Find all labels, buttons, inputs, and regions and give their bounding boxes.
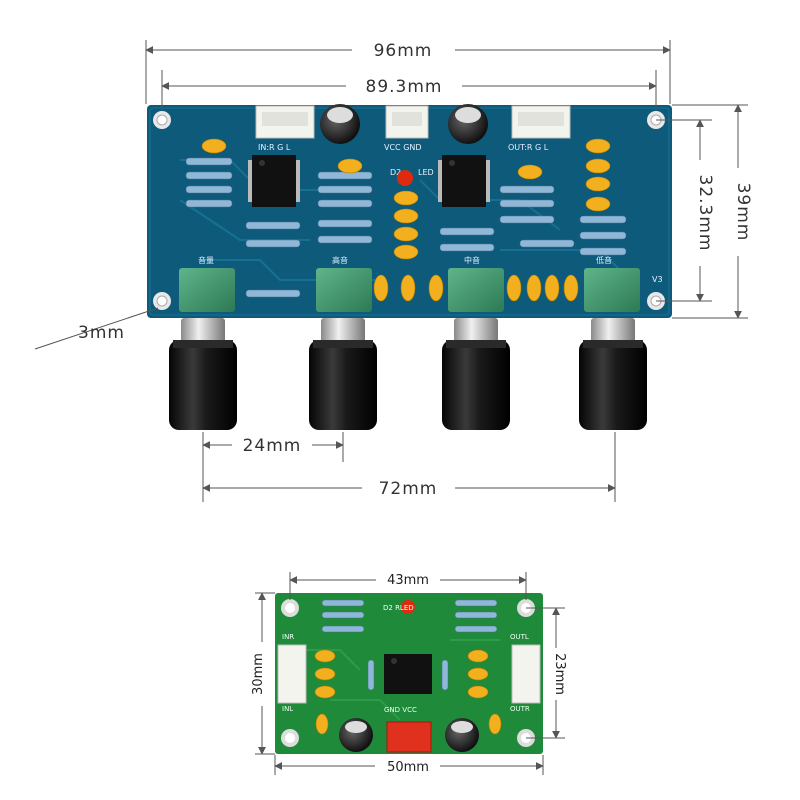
potentiometer-mid [448,268,504,312]
bottom-ceramic-caps [314,649,502,735]
outr-label: OUTR [510,705,530,713]
inr-label: INR [282,633,294,641]
version-label: V3 [652,275,663,284]
bottom-dimension-43 [289,572,527,600]
dimension-holes-89 [161,70,657,110]
input-header-label: IN:R G L [258,143,291,152]
dimension-label-89mm: 89.3mm [366,77,443,97]
bottom-resistors [321,599,498,691]
dimension-label-96mm: 96mm [374,41,433,61]
dimension-height-39 [672,104,748,319]
knob-label-volume: 音量 [198,255,214,265]
knob-mid [442,318,510,430]
mount-hole-tl [153,111,171,129]
bottom-electrolytic [445,718,479,752]
bottom-dimension-23 [526,607,565,739]
bottom-dimension-30 [255,592,275,755]
output-connector-side [511,644,541,704]
resistor-array [185,157,627,298]
power-led-bottom [401,600,415,614]
input-connector-side [277,644,307,704]
op-amp-chip [248,155,300,207]
potentiometer-volume [179,268,235,312]
d2-label: D2 [390,168,401,177]
bottom-board: INR INL OUTL OUTR GND VCC D2 RLED 43mm 5… [251,572,567,775]
dimension-holes-vertical [656,119,712,302]
bottom-dimension-50 [274,755,544,775]
mount-hole-bl [153,292,171,310]
knob-bass [579,318,647,430]
bottom-hole-bl [281,729,299,747]
power-header-label: VCC GND [384,143,422,152]
electrolytic-capacitor [448,104,488,144]
outl-label: OUTL [510,633,529,641]
knob-label-treble: 高音 [332,255,348,265]
led-label: LED [418,168,434,177]
potentiometer-treble [316,268,372,312]
knob-treble [309,318,377,430]
dimension-knob-pitch [202,432,344,462]
output-header-label: OUT:R G L [508,143,549,152]
dimension-knob-span [202,432,616,502]
dimension-width-96 [145,40,671,104]
knob-label-bass: 低音 [596,255,612,265]
dimension-label-3mm: 3mm [78,323,125,343]
inl-label: INL [282,705,293,713]
dimension-label-30mm: 30mm [251,653,266,695]
power-connector-red [386,721,432,753]
bottom-hole-tl [281,599,299,617]
power-led [397,170,413,186]
knob-label-mid: 中音 [464,255,480,265]
dimension-label-39mm: 39mm [733,183,753,242]
ceramic-capacitors [201,138,611,302]
d2-led-label: D2 RLED [383,604,414,612]
potentiometer-bass [584,268,640,312]
electrolytic-capacitor [320,104,360,144]
dimension-label-72mm: 72mm [379,479,438,499]
dimension-label-24mm: 24mm [243,436,302,456]
dimension-label-23mm: 23mm [552,653,567,695]
op-amp-chip [438,155,490,207]
dimension-label-43mm: 43mm [387,573,429,588]
gnd-vcc-label: GND VCC [384,706,417,714]
bottom-electrolytic [339,718,373,752]
dimension-label-32mm: 32.3mm [695,175,715,252]
hole-leader-line [34,307,159,350]
top-board: IN:R G L VCC GND OUT:R G L D2 LED V3 音量 … [34,40,753,502]
op-amp-chip-bottom [384,654,432,694]
knob-volume [169,318,237,430]
dimension-label-50mm: 50mm [387,760,429,775]
